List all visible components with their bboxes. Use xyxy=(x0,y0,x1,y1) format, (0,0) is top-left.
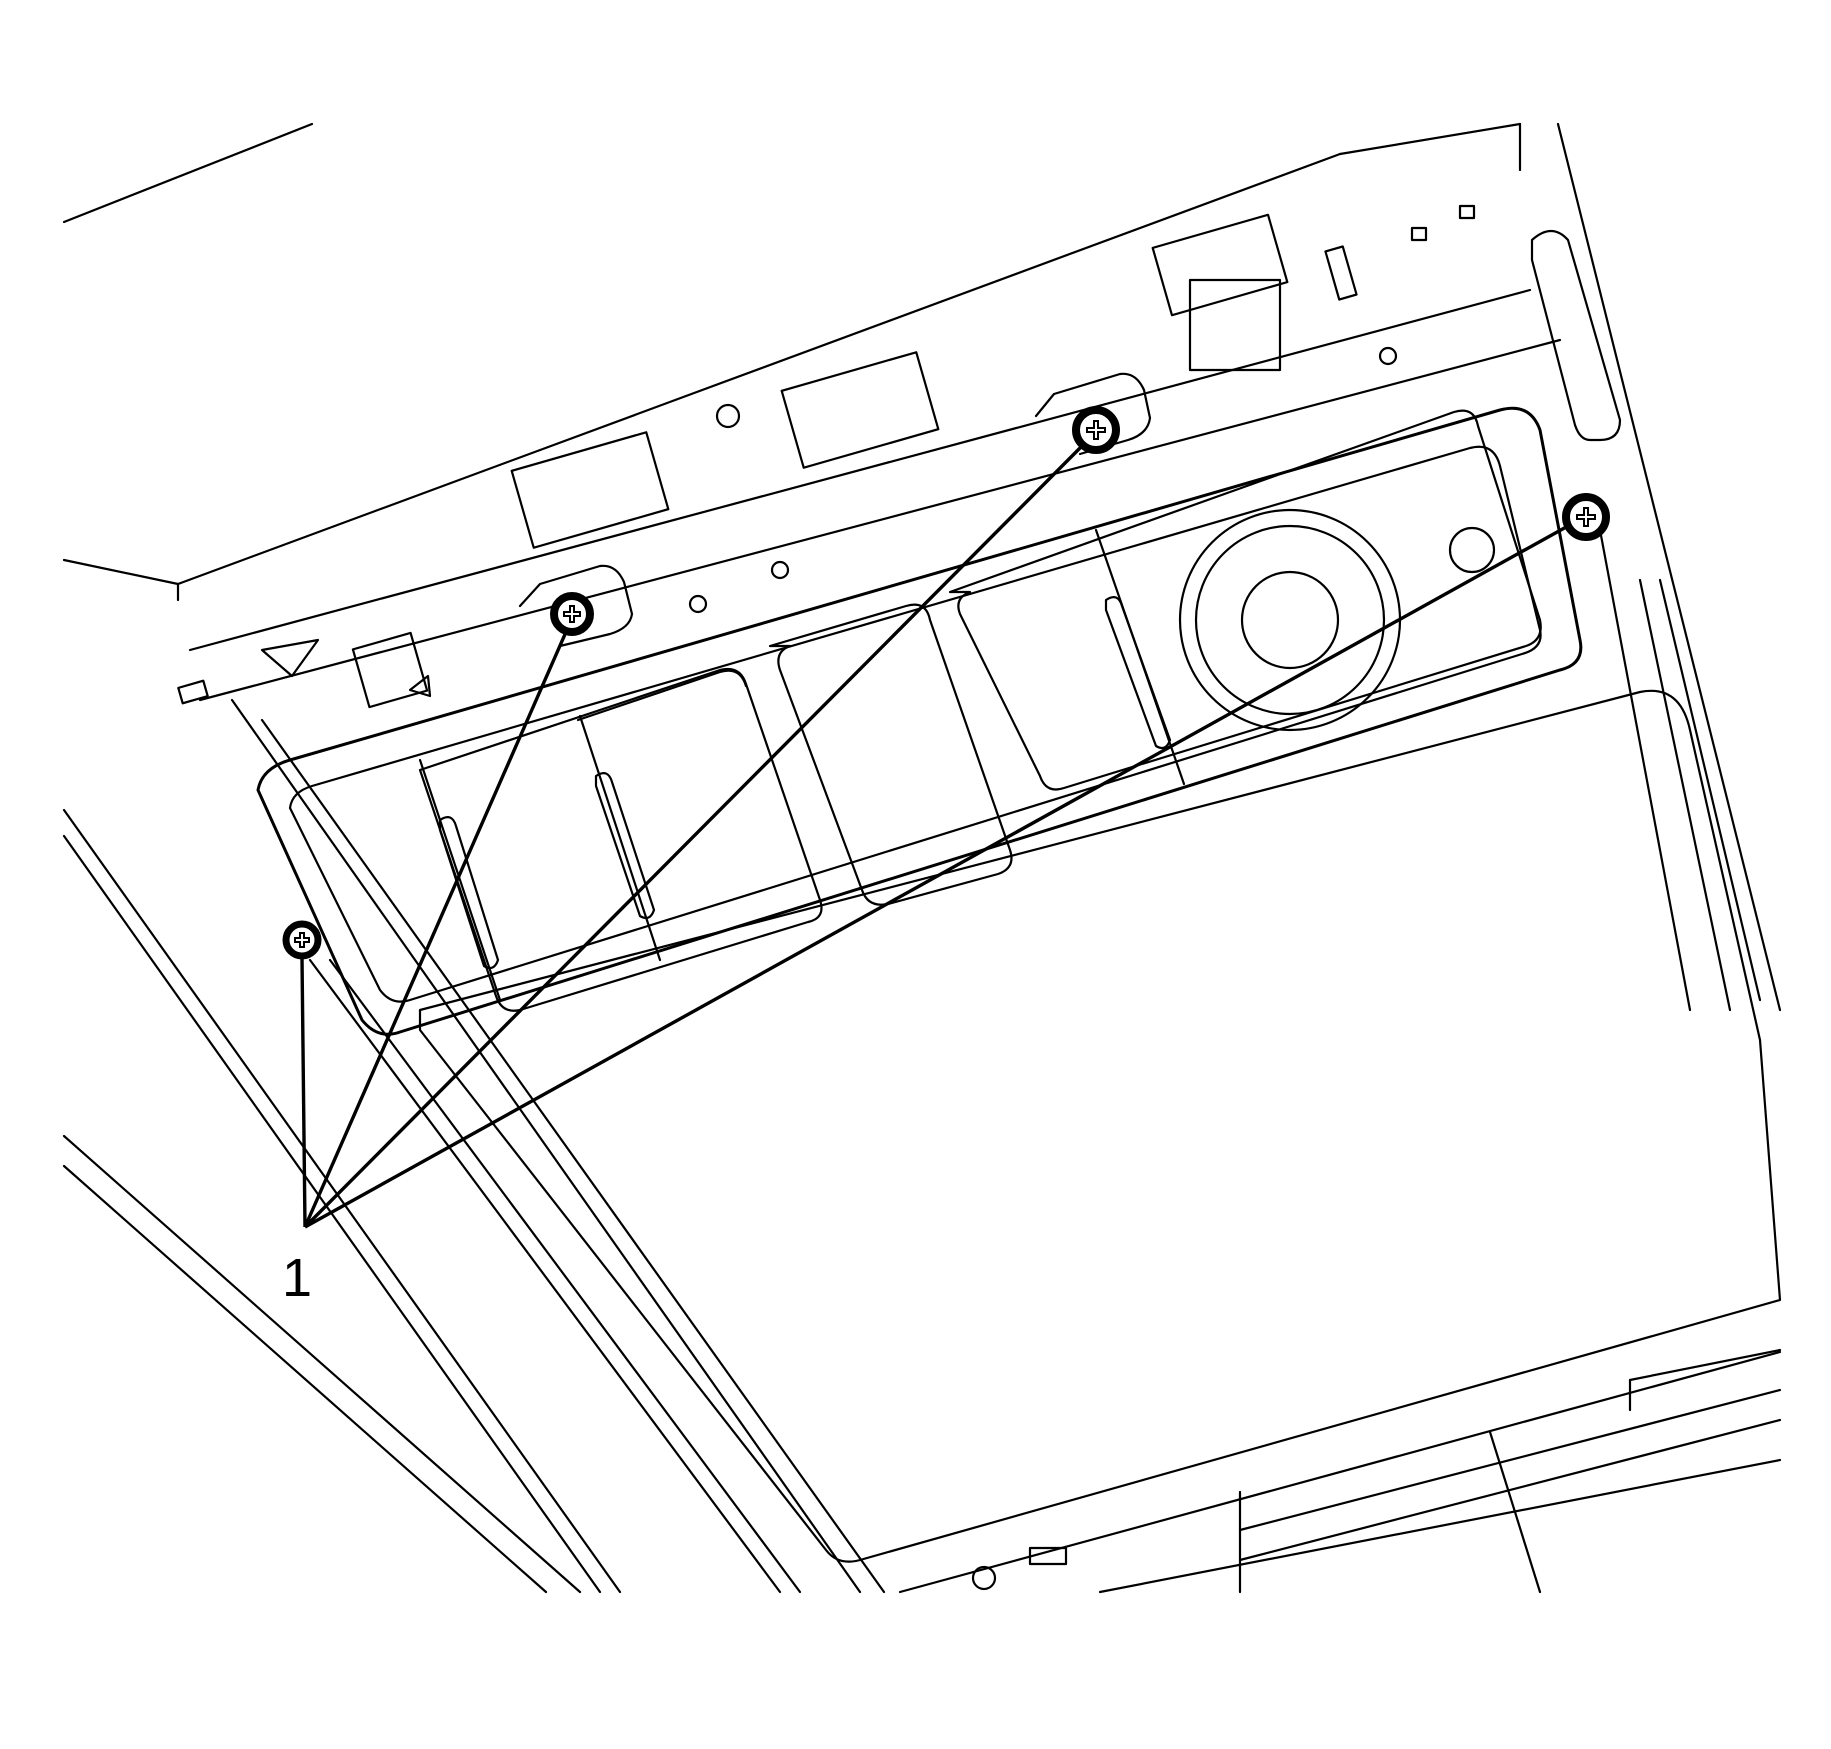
screw-icon xyxy=(282,920,322,960)
background-structure xyxy=(62,122,1782,1594)
screw-tabs xyxy=(518,372,1152,648)
tray xyxy=(256,406,1583,1036)
screw-icon xyxy=(550,592,594,636)
callout-leaders xyxy=(300,444,1569,1229)
screw-icon xyxy=(1072,406,1120,454)
callout-label: 1 xyxy=(282,1248,312,1308)
screws xyxy=(282,406,1610,960)
screw-icon xyxy=(1562,493,1610,541)
upper-bracket xyxy=(177,204,1622,709)
